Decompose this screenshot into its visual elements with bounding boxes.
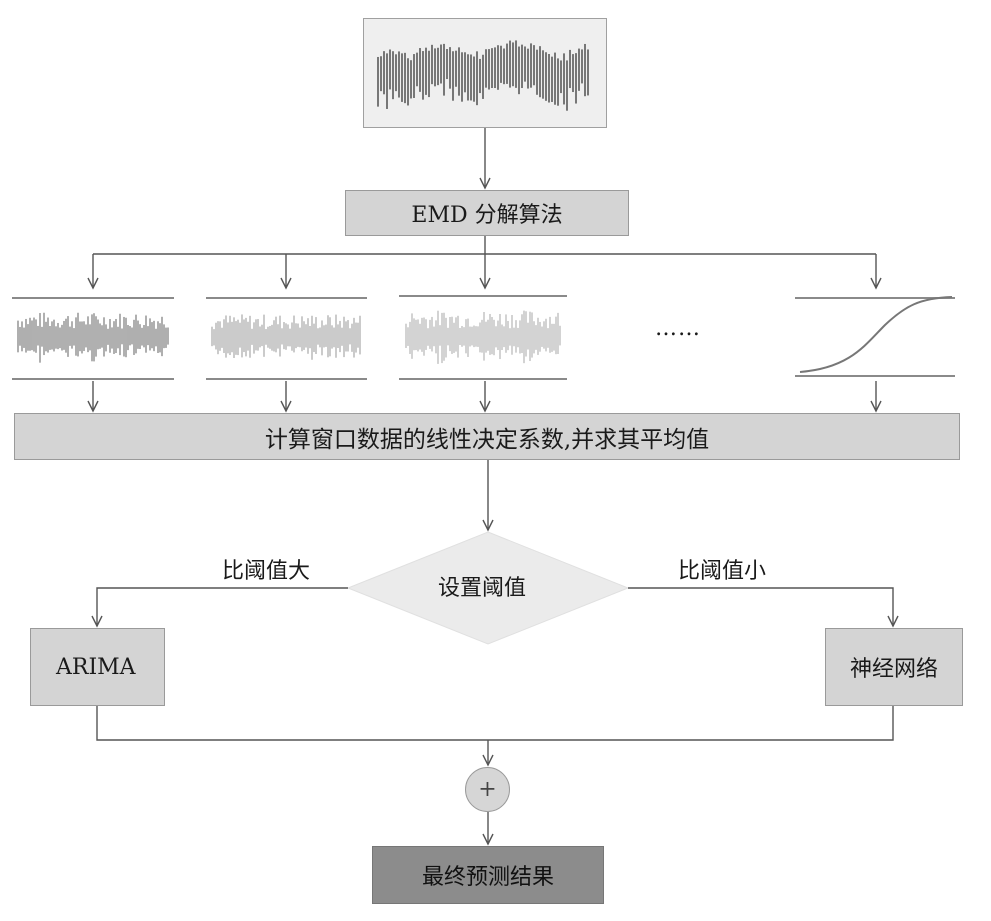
arima-model-box: ARIMA xyxy=(30,628,165,706)
imf-1-waveform xyxy=(17,312,169,363)
neural-network-box: 神经网络 xyxy=(825,628,963,706)
original-signal-box xyxy=(363,18,607,128)
threshold-decision-diamond xyxy=(346,531,630,645)
linear-determination-label: 计算窗口数据的线性决定系数,并求其平均值 xyxy=(264,426,710,453)
arrow-decision-to-nn xyxy=(628,587,899,628)
original-signal-waveform xyxy=(377,40,589,111)
imf-2-waveform xyxy=(211,314,361,360)
plus-icon: + xyxy=(478,777,497,802)
final-prediction-box: 最终预测结果 xyxy=(372,846,604,904)
merge-line xyxy=(96,706,894,741)
neural-network-label: 神经网络 xyxy=(849,657,938,682)
sum-node: + xyxy=(465,767,510,812)
emd-decomposition-label: EMD 分解算法 xyxy=(411,203,563,228)
final-prediction-label: 最终预测结果 xyxy=(421,865,554,890)
imf-3-waveform xyxy=(405,310,561,364)
greater-than-threshold-label: 比阈值大 xyxy=(222,559,311,584)
arrow-decision-to-arima xyxy=(91,587,348,628)
less-than-threshold-label: 比阈值小 xyxy=(678,559,767,584)
more-components-ellipsis: …… xyxy=(655,316,701,341)
threshold-decision-label: 设置阈值 xyxy=(438,576,527,601)
emd-decomposition-box: EMD 分解算法 xyxy=(345,190,629,236)
arima-model-label: ARIMA xyxy=(56,654,136,680)
linear-determination-box: 计算窗口数据的线性决定系数,并求其平均值 xyxy=(14,413,960,460)
residual-trend-curve xyxy=(799,296,953,373)
